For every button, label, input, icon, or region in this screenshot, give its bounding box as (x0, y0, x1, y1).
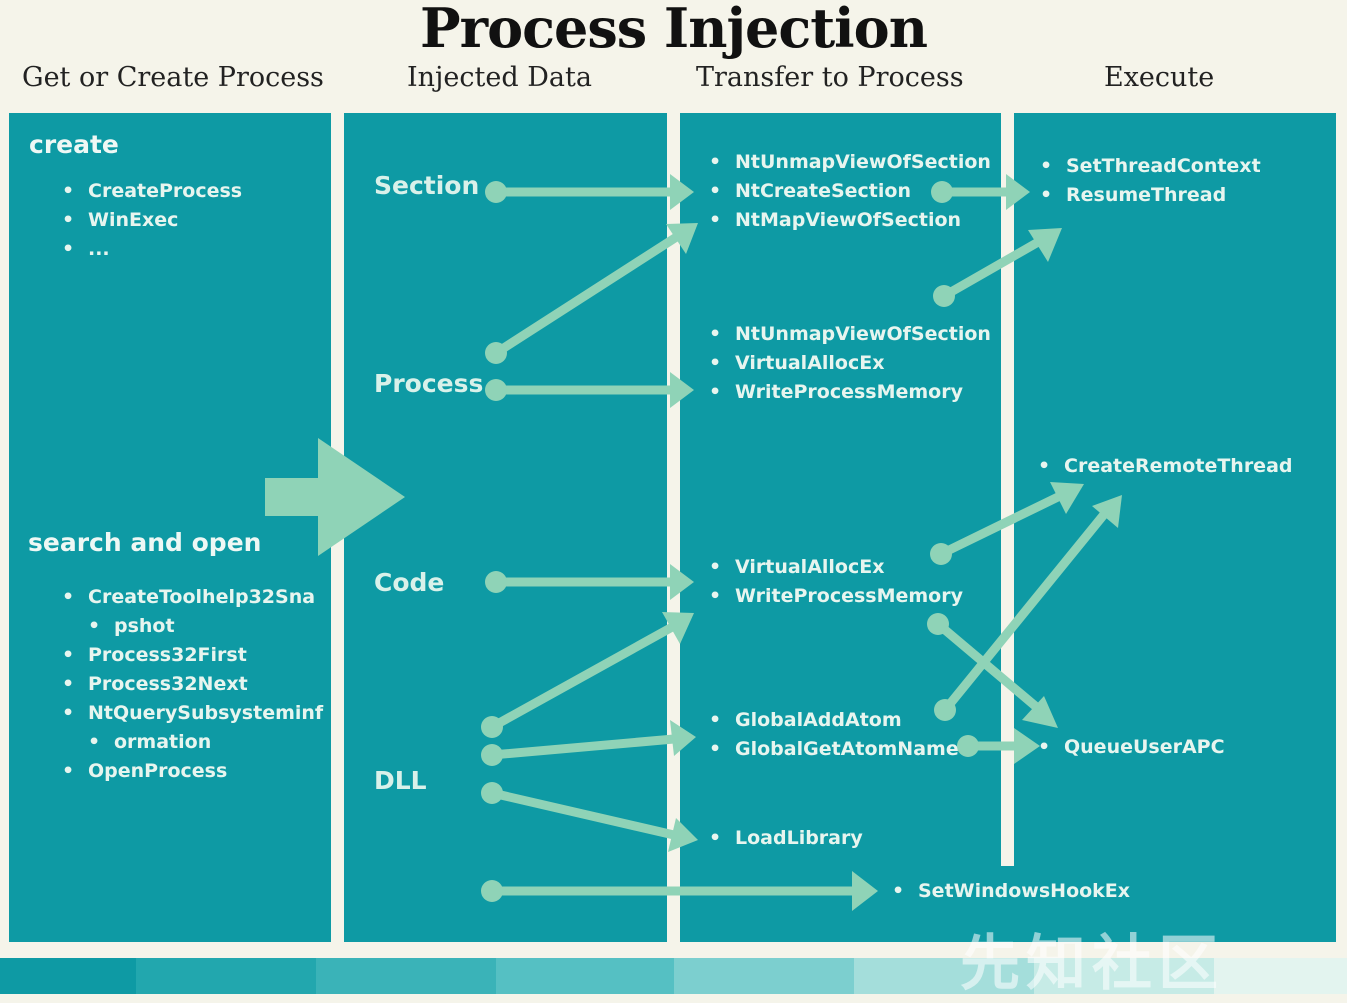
injected-section-label: Section (374, 171, 480, 200)
list-item: WriteProcessMemory (709, 585, 963, 607)
panel-injected-data (344, 113, 667, 942)
injected-process-label: Process (374, 369, 484, 398)
list-item: CreateProcess (62, 180, 242, 202)
panel-execute (1014, 113, 1336, 942)
footer-bar-segment (674, 958, 854, 994)
list-item: GlobalGetAtomName (709, 738, 959, 760)
hook-label: SetWindowsHookEx (892, 880, 1130, 902)
page-title: Process Injection (420, 0, 928, 60)
list-item: CreateRemoteThread (1038, 455, 1293, 477)
watermark: 先知社区 (960, 929, 1224, 999)
list-item: WriteProcessMemory (709, 381, 963, 403)
footer-bar-segment (136, 958, 316, 994)
list-item: NtQuerySubsysteminf (62, 702, 323, 724)
injected-code-label: Code (374, 568, 445, 597)
list-item: VirtualAllocEx (709, 556, 884, 578)
list-item: CreateToolhelp32Sna (62, 586, 315, 608)
list-item-continued: ormation (62, 731, 211, 753)
list-item: NtUnmapViewOfSection (709, 151, 991, 173)
list-item: VirtualAllocEx (709, 352, 884, 374)
column-header-execute: Execute (1104, 62, 1215, 93)
list-item: OpenProcess (62, 760, 227, 782)
column-header-get-or-create: Get or Create Process (22, 62, 324, 93)
list-item: Process32Next (62, 673, 248, 695)
footer-bar-segment (854, 958, 1034, 994)
footer-bar-segment (1034, 958, 1214, 994)
list-item: NtCreateSection (709, 180, 911, 202)
list-item: NtMapViewOfSection (709, 209, 961, 231)
footer-bar-segment (316, 958, 496, 994)
big-flow-arrow (265, 438, 405, 556)
list-item: QueueUserAPC (1038, 736, 1225, 758)
list-item: SetThreadContext (1040, 155, 1261, 177)
column-header-injected-data: Injected Data (407, 62, 592, 93)
list-item: NtUnmapViewOfSection (709, 323, 991, 345)
panel-transfer (680, 113, 1001, 942)
list-item: GlobalAddAtom (709, 709, 902, 731)
list-item: ResumeThread (1040, 184, 1226, 206)
list-item: ... (62, 238, 110, 260)
injected-dll-label: DLL (374, 766, 427, 795)
footer-bar-segment (496, 958, 674, 994)
column-header-transfer: Transfer to Process (696, 62, 964, 93)
list-item: LoadLibrary (709, 827, 863, 849)
footer-bar-segment (1214, 958, 1347, 994)
create-heading: create (29, 130, 119, 159)
search-heading: search and open (28, 528, 262, 557)
list-item: Process32First (62, 644, 247, 666)
list-item: WinExec (62, 209, 178, 231)
footer-bar-segment (0, 958, 136, 994)
list-item-continued: pshot (62, 615, 175, 637)
